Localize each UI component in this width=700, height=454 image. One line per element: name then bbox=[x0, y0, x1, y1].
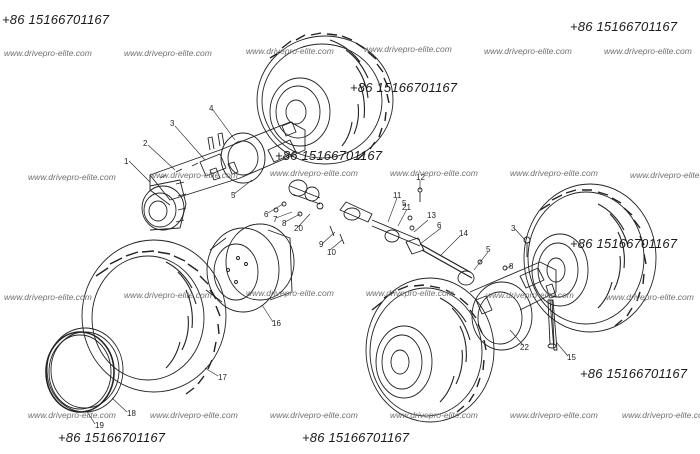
watermark-phone: +86 15166701167 bbox=[350, 80, 458, 95]
callout-3: 3 bbox=[170, 119, 175, 128]
callout-8: 8 bbox=[282, 219, 287, 228]
drive-shaft bbox=[329, 187, 475, 286]
watermark-url: www.drivepro-elite.com bbox=[150, 170, 238, 180]
callout-15: 15 bbox=[567, 353, 576, 362]
watermark-url: www.drivepro-elite.com bbox=[622, 410, 700, 420]
watermark-url: www.drivepro-elite.com bbox=[630, 170, 700, 180]
watermark-url: www.drivepro-elite.com bbox=[124, 290, 212, 300]
watermark-url: www.drivepro-elite.com bbox=[390, 410, 478, 420]
watermark-url: www.drivepro-elite.com bbox=[510, 410, 598, 420]
tire-front-lower bbox=[365, 277, 495, 423]
callout-7: 7 bbox=[273, 215, 278, 224]
watermark-url: www.drivepro-elite.com bbox=[366, 288, 454, 298]
callout-10: 10 bbox=[327, 248, 336, 257]
callout-labels: 1 2 3 4 5 6 7 8 9 10 11 12 13 14 15 16 1… bbox=[95, 104, 576, 430]
callout-14: 14 bbox=[459, 229, 468, 238]
watermark-url: www.drivepro-elite.com bbox=[124, 48, 212, 58]
callout-8-b: 8 bbox=[509, 262, 514, 271]
watermark-phone: +86 15166701167 bbox=[570, 19, 678, 34]
watermark-url: www.drivepro-elite.com bbox=[510, 168, 598, 178]
watermark-url: www.drivepro-elite.com bbox=[28, 172, 116, 182]
rear-axle-housing bbox=[149, 121, 306, 206]
hub-drum-left bbox=[141, 179, 187, 231]
callout-22: 22 bbox=[520, 343, 529, 352]
bolt-15 bbox=[547, 299, 557, 349]
callout-21: 21 bbox=[402, 203, 411, 212]
callout-12: 12 bbox=[416, 173, 425, 182]
callout-5-c: 5 bbox=[486, 245, 491, 254]
watermark-phone: +86 15166701167 bbox=[302, 430, 410, 445]
tire-rear-upper bbox=[256, 32, 394, 165]
callout-16: 16 bbox=[272, 319, 281, 328]
wheel-rim bbox=[205, 223, 295, 313]
watermark-url: www.drivepro-elite.com bbox=[246, 288, 334, 298]
callout-6: 6 bbox=[264, 210, 269, 219]
callout-18: 18 bbox=[127, 409, 136, 418]
callout-5: 5 bbox=[231, 191, 236, 200]
watermark-phone: +86 15166701167 bbox=[570, 236, 678, 251]
watermark-url: www.drivepro-elite.com bbox=[484, 46, 572, 56]
callout-2: 2 bbox=[143, 139, 148, 148]
watermark-phone: +86 15166701167 bbox=[580, 366, 688, 381]
callout-3-b: 3 bbox=[511, 224, 516, 233]
watermark-url: www.drivepro-elite.com bbox=[4, 292, 92, 302]
callout-11: 11 bbox=[393, 191, 402, 200]
callout-19: 19 bbox=[95, 421, 104, 430]
callout-17: 17 bbox=[218, 373, 227, 382]
callout-13: 13 bbox=[427, 211, 436, 220]
lock-ring bbox=[45, 327, 124, 413]
callout-4: 4 bbox=[209, 104, 214, 113]
watermark-url: www.drivepro-elite.com bbox=[270, 168, 358, 178]
tire-front-upper bbox=[523, 183, 657, 333]
leader-lines bbox=[85, 109, 569, 425]
callout-9: 9 bbox=[319, 240, 324, 249]
watermark-url: www.drivepro-elite.com bbox=[150, 410, 238, 420]
watermark-url: www.drivepro-elite.com bbox=[246, 46, 334, 56]
callout-5-b: 5 bbox=[402, 199, 407, 208]
callout-20: 20 bbox=[294, 224, 303, 233]
callout-1: 1 bbox=[124, 157, 129, 166]
watermark-phone: +86 15166701167 bbox=[2, 12, 110, 27]
watermark-url: www.drivepro-elite.com bbox=[28, 410, 116, 420]
rear-yoke bbox=[273, 179, 324, 217]
watermark-url: www.drivepro-elite.com bbox=[4, 48, 92, 58]
watermark-phone: +86 15166701167 bbox=[275, 148, 383, 163]
watermark-url: www.drivepro-elite.com bbox=[364, 44, 452, 54]
tire-spare bbox=[81, 239, 227, 395]
callout-6-b: 6 bbox=[437, 221, 442, 230]
watermark-url: www.drivepro-elite.com bbox=[270, 410, 358, 420]
watermark-phone: +86 15166701167 bbox=[58, 430, 166, 445]
watermark-url: www.drivepro-elite.com bbox=[486, 290, 574, 300]
watermark-url: www.drivepro-elite.com bbox=[604, 46, 692, 56]
watermark-url: www.drivepro-elite.com bbox=[390, 168, 478, 178]
watermark-url: www.drivepro-elite.com bbox=[606, 292, 694, 302]
